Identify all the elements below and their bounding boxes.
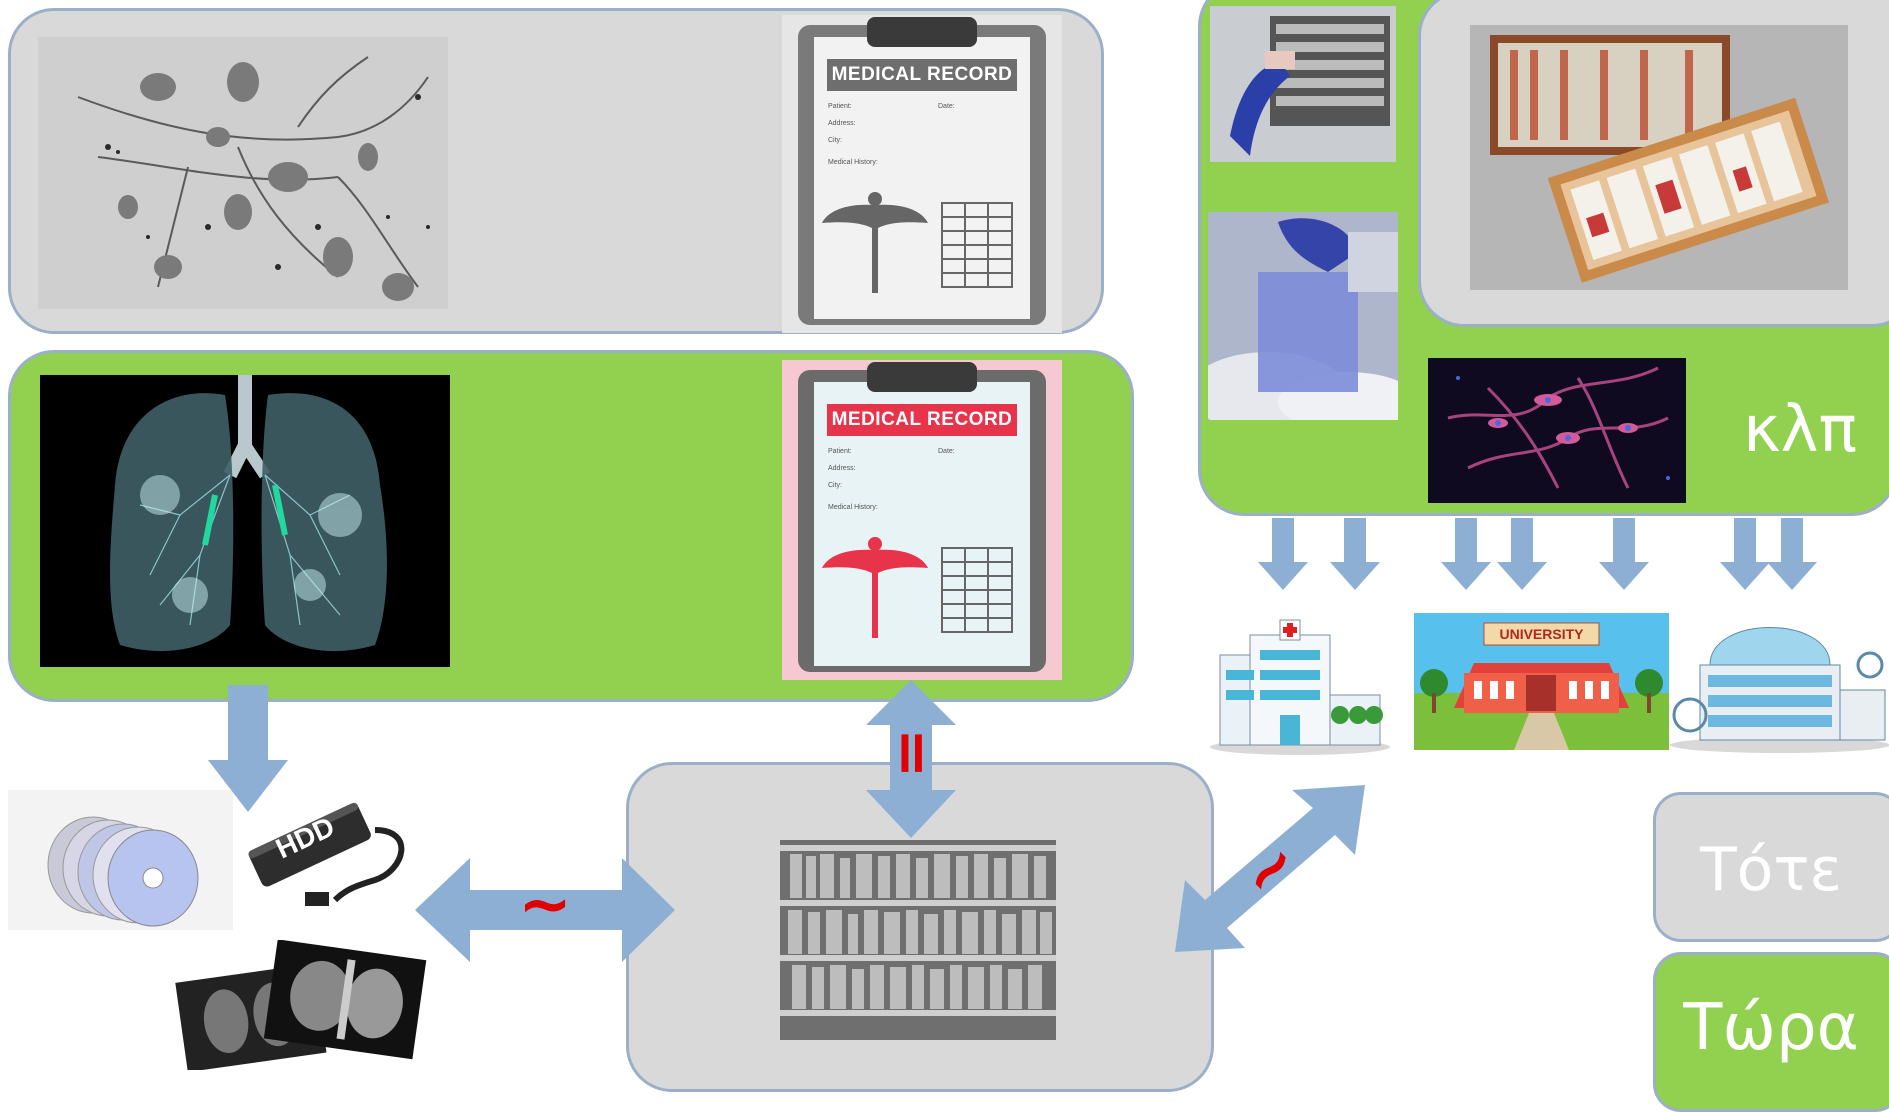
- legend-then: [1653, 792, 1889, 942]
- digital-record-history-field: Medical History:: [828, 504, 878, 511]
- arrow-archive-destinations: [1175, 785, 1365, 952]
- cell-culture-microscopy-image: [1428, 358, 1686, 503]
- old-record-date-field: Date:: [938, 103, 955, 110]
- ct-lung-3d-image: [40, 375, 450, 667]
- digital-record-city-field: City:: [828, 482, 842, 489]
- digital-record-title: MEDICAL RECORD: [827, 404, 1017, 436]
- old-record-city-field: City:: [828, 137, 842, 144]
- digital-record-patient-field: Patient:: [828, 448, 852, 455]
- xray-films-image: [170, 940, 440, 1070]
- arrow-biobank-down-4: [1497, 518, 1547, 590]
- arrow-biobank-down-1: [1258, 518, 1308, 590]
- old-record-patient-field: Patient:: [828, 103, 852, 110]
- arrow-biobank-down-3: [1441, 518, 1491, 590]
- legend-now-label: Τώρα: [1683, 991, 1859, 1065]
- arrow-storage-archive: [415, 858, 675, 962]
- histology-slide-box-image: [1470, 25, 1848, 290]
- arrow-biobank-down-6: [1720, 518, 1770, 590]
- old-record-address-field: Address:: [828, 120, 856, 127]
- old-medical-record-image: MEDICAL RECORD Patient: Date: Address: C…: [782, 15, 1062, 333]
- legend-now: [1653, 952, 1889, 1112]
- university-sign-text: UNIVERSITY: [1499, 626, 1584, 642]
- digital-record-date-field: Date:: [938, 448, 955, 455]
- hdd-drive-image: HDD: [245, 800, 415, 910]
- approx-symbol-left: ~: [518, 868, 572, 942]
- liquid-nitrogen-image: [1208, 212, 1398, 420]
- old-record-history-field: Medical History:: [828, 159, 878, 166]
- university-icon: UNIVERSITY: [1414, 613, 1669, 750]
- cd-dvd-stack-image: [8, 790, 233, 930]
- arrow-digital-to-storage: [208, 685, 288, 812]
- arrow-record-archive: [866, 680, 956, 838]
- legend-then-label: Τότε: [1700, 835, 1842, 905]
- freezer-rack-image: [1210, 6, 1396, 162]
- etc-label: κλπ: [1742, 393, 1858, 467]
- equal-symbol: =: [878, 728, 948, 779]
- digital-medical-record-image: MEDICAL RECORD Patient: Date: Address: C…: [782, 360, 1062, 680]
- arrow-biobank-down-7: [1767, 518, 1817, 590]
- arrow-biobank-down-5: [1599, 518, 1649, 590]
- old-record-title: MEDICAL RECORD: [827, 59, 1017, 91]
- research-center-icon: [1670, 595, 1889, 755]
- old-lung-scan-image: [38, 37, 448, 309]
- arrow-biobank-down-2: [1330, 518, 1380, 590]
- digital-record-address-field: Address:: [828, 465, 856, 472]
- paper-archive-shelves-image: [780, 840, 1056, 1040]
- hospital-icon: [1210, 615, 1390, 755]
